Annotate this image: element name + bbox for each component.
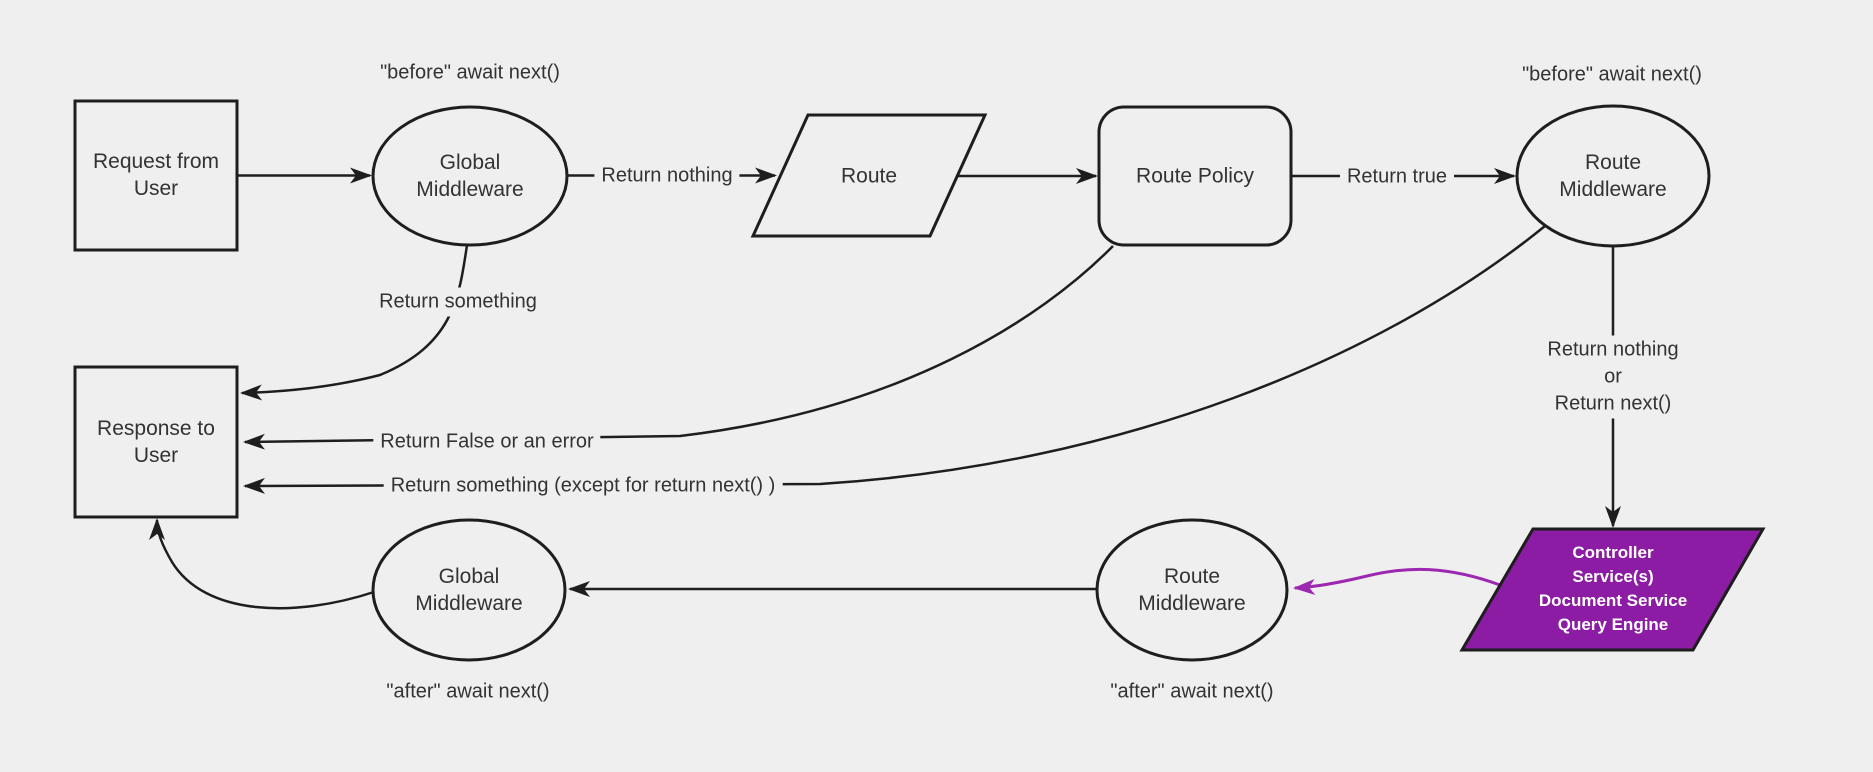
route-middleware-top-node bbox=[1515, 104, 1711, 248]
edge-route-policy-to-response bbox=[243, 245, 1114, 450]
route-middleware-top-node-label: Route Middleware bbox=[1559, 151, 1667, 201]
global-middleware-bottom-node bbox=[371, 518, 567, 662]
edge-label-return-something: Return something bbox=[372, 287, 544, 317]
edge-label-return-false: Return False or an error bbox=[373, 427, 601, 457]
annotation-after-global-middleware: "after" await next() bbox=[386, 680, 550, 703]
edge-global-middleware-bottom-to-response bbox=[149, 518, 375, 610]
response-node-label: Response to User bbox=[97, 417, 215, 467]
route-middleware-bottom-node-label: Route Middleware bbox=[1138, 565, 1246, 615]
controller-node-label: Controller Service(s) Document Service Q… bbox=[1538, 543, 1688, 634]
edge-label-return-nothing-or-next: Return nothing or Return next() bbox=[1540, 335, 1686, 419]
route-node bbox=[750, 113, 988, 238]
route-policy-node bbox=[1097, 105, 1293, 247]
annotation-before-route-middleware: "before" await next() bbox=[1522, 63, 1702, 86]
request-node bbox=[73, 99, 239, 252]
edge-route-middleware-to-response bbox=[243, 225, 1546, 494]
global-middleware-top-node-label: Global Middleware bbox=[416, 151, 524, 201]
edge-global-middleware-to-response bbox=[240, 244, 469, 401]
route-middleware-bottom-node bbox=[1095, 518, 1289, 662]
route-node-label: Route bbox=[840, 164, 898, 188]
global-middleware-bottom-node-label: Global Middleware bbox=[415, 565, 523, 615]
edge-label-return-something-except: Return something (except for return next… bbox=[383, 471, 783, 501]
route-policy-node-label: Route Policy bbox=[1136, 164, 1254, 188]
controller-node bbox=[1459, 527, 1766, 652]
edge-label-return-nothing: Return nothing bbox=[594, 161, 740, 191]
global-middleware-top-node bbox=[371, 105, 569, 247]
request-node-label: Request from User bbox=[92, 150, 220, 200]
response-node bbox=[73, 365, 239, 519]
annotation-before-global-middleware: "before" await next() bbox=[380, 61, 560, 84]
edge-controller-to-route-middleware-bottom bbox=[1293, 567, 1501, 596]
edge-label-return-true: Return true bbox=[1339, 162, 1455, 192]
annotation-after-route-middleware: "after" await next() bbox=[1110, 680, 1274, 703]
